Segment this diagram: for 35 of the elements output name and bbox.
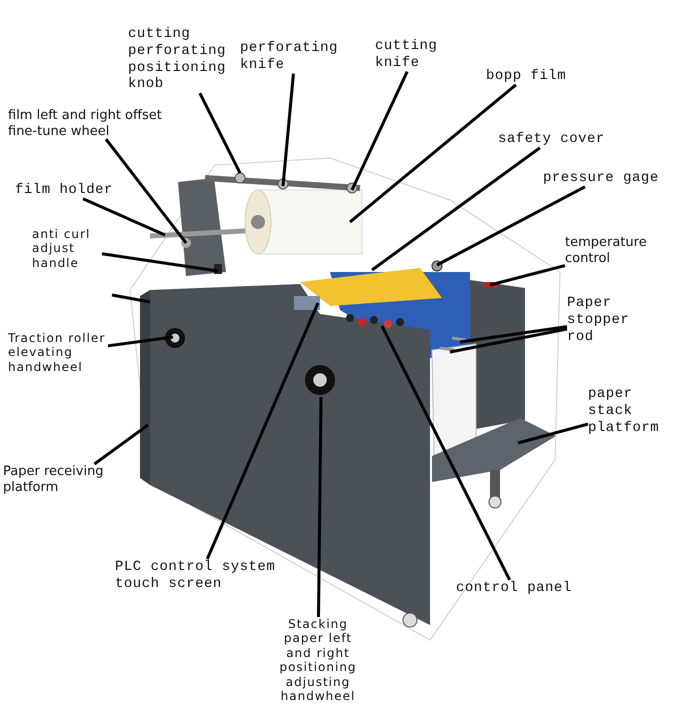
callout-label: anti curl adjust handle <box>32 227 102 270</box>
callout-label: cutting knife <box>375 38 455 72</box>
leader-line <box>450 328 568 354</box>
leader-line <box>460 325 568 344</box>
callout-label: cutting perforating positioning knob <box>128 26 238 94</box>
leader-line <box>282 73 295 186</box>
callout-label: Paper stopper rod <box>567 295 657 346</box>
leader-line <box>518 422 588 444</box>
leader-line <box>317 396 322 618</box>
callout-label: film left and right offset fine-tune wheel <box>8 108 180 140</box>
leader-line <box>108 336 174 348</box>
callout-label: perforating knife <box>240 40 350 74</box>
callout-label: Traction roller elevating handwheel <box>8 331 108 374</box>
leader-line <box>380 325 511 581</box>
leader-line <box>371 146 541 272</box>
leader-line <box>198 92 242 174</box>
callout-label: pressure gage <box>543 170 659 187</box>
leader-line <box>436 185 586 266</box>
leader-line <box>104 138 188 244</box>
callout-label: safety cover <box>498 131 605 148</box>
callout-label: Paper receiving platform <box>3 464 143 496</box>
callout-label: temperature control <box>565 235 680 266</box>
leader-line <box>350 70 409 191</box>
callout-label: film holder <box>15 182 113 199</box>
leader-line <box>206 302 320 560</box>
leader-line <box>102 252 218 272</box>
callout-label: PLC control system touch screen <box>115 559 285 593</box>
callout-label: bopp film <box>486 68 566 85</box>
leader-line <box>94 424 149 466</box>
callout-label: paper stack platform <box>588 386 683 436</box>
callout-label: Stacking paper left and right positioning adjusting handwheel <box>276 617 360 704</box>
callout-label: control panel <box>456 580 572 597</box>
leader-line <box>82 197 166 236</box>
leader-line <box>349 84 517 224</box>
leader-line <box>490 264 566 286</box>
